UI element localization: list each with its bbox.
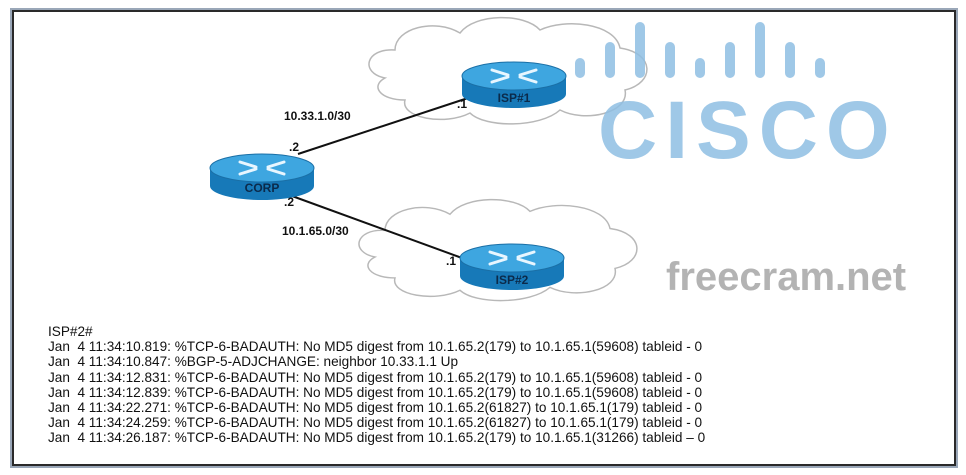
ip-label: .1 — [457, 97, 467, 111]
router-label: ISP#2 — [496, 273, 529, 287]
cisco-logo-watermark: CISCO — [575, 22, 898, 176]
ip-label: .1 — [446, 254, 456, 268]
router-isp2[interactable]: ISP#2 — [458, 242, 566, 292]
log-line: Jan 4 11:34:12.839: %TCP-6-BADAUTH: No M… — [48, 384, 703, 400]
svg-text:CISCO: CISCO — [598, 85, 898, 176]
ip-label: .2 — [289, 140, 299, 154]
log-line: Jan 4 11:34:26.187: %TCP-6-BADAUTH: No M… — [48, 430, 706, 446]
link-corp-isp2 — [291, 195, 463, 259]
log-line: Jan 4 11:34:22.271: %TCP-6-BADAUTH: No M… — [48, 400, 703, 416]
site-watermark: freecram.net — [666, 255, 906, 299]
log-line: Jan 4 11:34:24.259: %TCP-6-BADAUTH: No M… — [48, 415, 703, 431]
router-corp[interactable]: CORP — [208, 152, 316, 202]
log-line: Jan 4 11:34:10.819: %TCP-6-BADAUTH: No M… — [48, 339, 703, 355]
exhibit-border — [12, 10, 956, 466]
subnet-label: 10.1.65.0/30 — [282, 224, 349, 238]
router-isp1[interactable]: ISP#1 — [460, 60, 568, 110]
router-label: CORP — [245, 181, 280, 195]
console-output: ISP#2#Jan 4 11:34:10.819: %TCP-6-BADAUTH… — [48, 324, 705, 446]
log-line: Jan 4 11:34:10.847: %BGP-5-ADJCHANGE: ne… — [48, 354, 459, 370]
subnet-label: 10.33.1.0/30 — [284, 109, 351, 123]
router-label: ISP#1 — [498, 91, 531, 105]
console-prompt: ISP#2# — [48, 324, 93, 339]
ip-label: .2 — [284, 195, 294, 209]
link-corp-isp1 — [297, 97, 469, 155]
log-line: Jan 4 11:34:12.831: %TCP-6-BADAUTH: No M… — [48, 369, 703, 385]
